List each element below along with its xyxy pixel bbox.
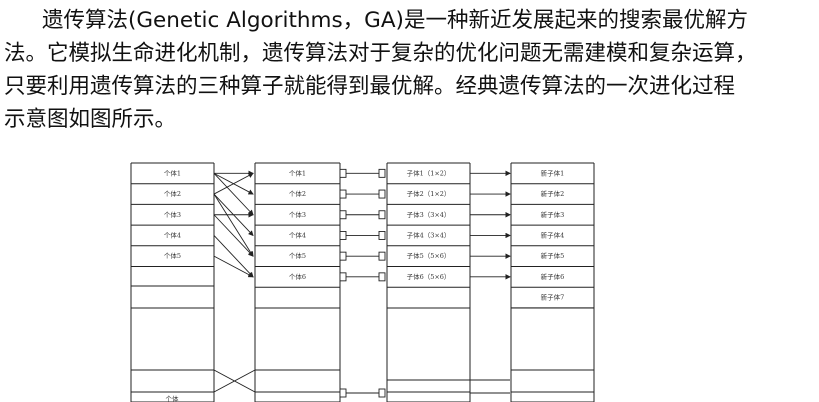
cell-label: 个体1 (164, 168, 181, 177)
cell-label: 子体2（1×2） (407, 189, 451, 198)
connector-square (339, 272, 347, 282)
connector-square (339, 210, 347, 220)
cell-label: 个体3 (164, 210, 181, 219)
paragraph-line-4: 示意图如图所示。 (4, 107, 177, 132)
cell-label: 个体5 (164, 251, 181, 260)
connector-square (378, 272, 386, 282)
cell-label: 新子体6 (541, 272, 565, 281)
cell-label: 个体2 (289, 189, 306, 198)
selection-arrow (213, 193, 254, 257)
connector-square (339, 251, 347, 261)
cell-label: 新子体2 (541, 189, 565, 198)
paragraph-line-1: 遗传算法(Genetic Algorithms，GA)是一种新近发展起来的搜索最… (42, 8, 748, 33)
connector-square (339, 189, 347, 199)
selection-arrow (213, 255, 254, 278)
connector-square (339, 230, 347, 240)
column-3: 子体1（1×2） 子体2（1×2） 子体3（3×4） 子体4（3×4） 子体5（5×6）… (386, 162, 471, 402)
cell-label: 个体2 (164, 189, 181, 198)
cell-label: 个体4 (289, 230, 306, 239)
connector-square (378, 251, 386, 261)
cell-label: 子体1（1×2） (407, 168, 451, 177)
cell-label: 个体6 (289, 272, 306, 281)
connector-square (378, 189, 386, 199)
column-4: 新子体1 新子体2 新子体3 新子体4 新子体5 新子体6 新子体7 (510, 162, 595, 402)
connector-square (378, 168, 386, 178)
cell-label: 子体3（3×4） (407, 210, 451, 219)
cell-label: 新子体7 (541, 293, 565, 302)
selection-arrow (213, 235, 254, 278)
cell-label: 个体1 (289, 168, 306, 177)
cell-label: 新子体1 (541, 168, 565, 177)
selection-arrow (213, 214, 254, 257)
paragraph-line-3: 只要利用遗传算法的三种算子就能得到最优解。经典遗传算法的一次进化过程 (4, 74, 736, 99)
column-1: 个体1 个体2 个体3 个体4 个体5 (130, 162, 215, 402)
cell-label: 子体6（5×6） (407, 272, 451, 281)
cell-label: 子体4（3×4） (407, 230, 451, 239)
paragraph-line-2: 法。它模拟生命进化机制，遗传算法对于复杂的优化问题无需建模和复杂运算， (4, 41, 757, 66)
connector-square (339, 168, 347, 178)
cell-label: 新子体5 (541, 251, 565, 260)
cell-label: 个体5 (289, 251, 306, 260)
connector-square (378, 388, 386, 398)
intro-paragraph: 遗传算法(Genetic Algorithms，GA)是一种新近发展起来的搜索最… (4, 4, 804, 136)
connector-square (378, 230, 386, 240)
connector-square (339, 388, 347, 398)
selection-arrow (213, 173, 254, 216)
col1-bottom-label: 个体 (166, 394, 180, 402)
cell-label: 个体4 (164, 230, 181, 239)
cell-label: 子体5（5×6） (407, 251, 451, 260)
column-2: 个体1 个体2 个体3 个体4 个体5 个体6 (254, 162, 341, 402)
selection-arrow (213, 172, 254, 195)
cell-label: 个体3 (289, 210, 306, 219)
selection-arrow (213, 369, 256, 393)
cell-label: 新子体3 (541, 210, 565, 219)
cell-label: 新子体4 (541, 230, 565, 239)
connector-square (378, 210, 386, 220)
